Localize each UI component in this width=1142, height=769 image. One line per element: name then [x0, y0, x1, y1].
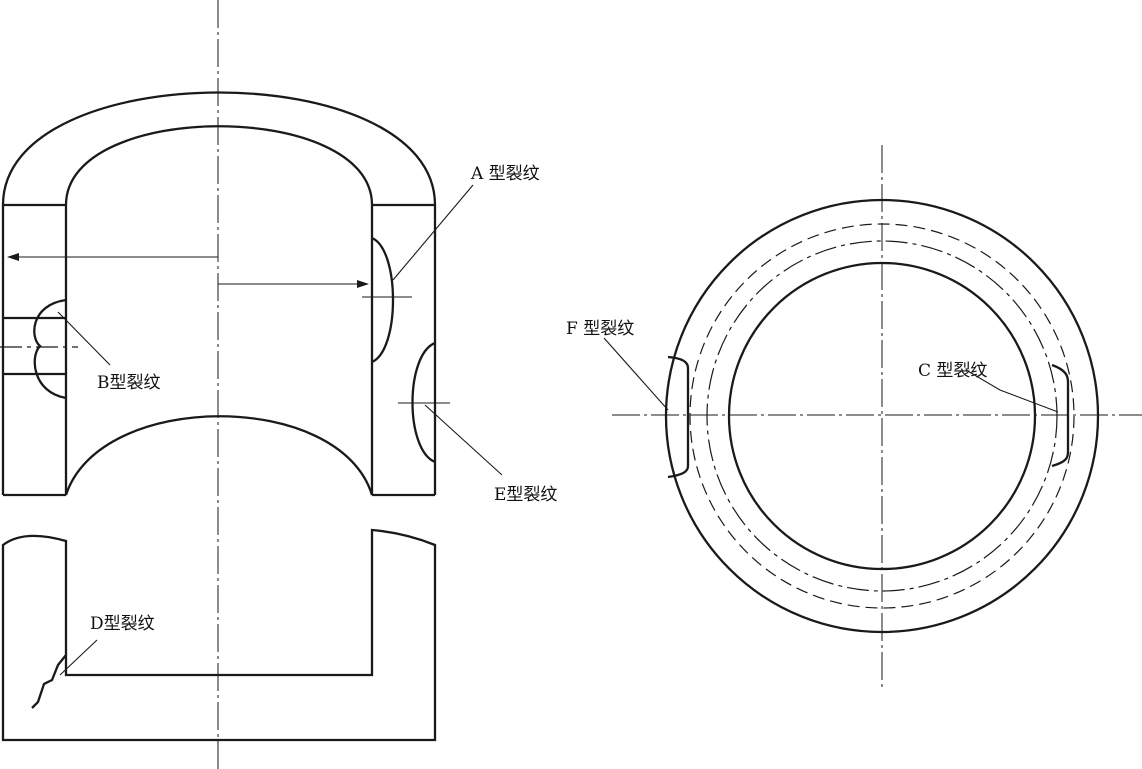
label-a-crack: A 型裂纹: [470, 164, 540, 184]
a-crack-outline: [371, 236, 395, 364]
label-e-crack: E型裂纹: [494, 485, 557, 505]
ring-dashed-circle: [689, 223, 1075, 609]
a-leader: [392, 184, 474, 281]
front-view-lower: [1, 528, 437, 742]
e-leader: [424, 404, 503, 476]
ring-outer-circle: [664, 198, 1100, 634]
label-c-crack: C 型裂纹: [918, 361, 987, 381]
c-crack-outline: [1051, 363, 1070, 468]
label-d-crack: D型裂纹: [90, 614, 155, 634]
d-crack-outline: [31, 654, 67, 709]
f-crack-outline: [667, 355, 690, 479]
front-view-upper: [0, 0, 503, 769]
b-crack-outline: [33, 298, 67, 400]
label-f-crack: F 型裂纹: [566, 319, 634, 339]
top-view-ring: [603, 145, 1142, 690]
d-leader: [59, 639, 98, 676]
b-leader: [57, 311, 111, 366]
c-leader: [965, 369, 1059, 413]
inner-dome: [64, 125, 374, 206]
ring-inner-circle: [727, 261, 1037, 571]
bore-lower-arc: [64, 415, 374, 496]
label-b-crack: B型裂纹: [97, 373, 161, 393]
f-leader: [603, 337, 669, 411]
ring-chain-circle: [706, 240, 1058, 592]
lower-section-outline: [1, 528, 437, 742]
outer-dome: [1, 91, 437, 206]
